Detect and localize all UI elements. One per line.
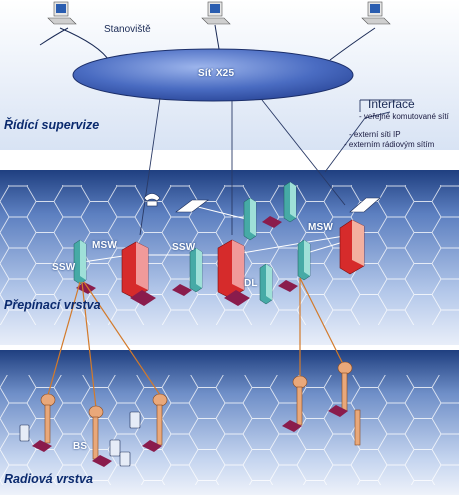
radio-hex-mesh xyxy=(0,375,459,485)
ssw-pillar xyxy=(243,197,257,241)
interface-item-ip: - externí síti IP xyxy=(349,130,401,139)
interface-callout xyxy=(359,99,412,112)
handheld-radio-icon xyxy=(19,411,141,467)
msw-left-label: MSW xyxy=(92,240,118,251)
external-gateway-icon xyxy=(349,197,381,213)
supervision-links xyxy=(139,97,391,236)
dl-pillar xyxy=(259,263,273,305)
layer-label-switching: Přepínací vrstva xyxy=(4,298,101,312)
msw-switch-left xyxy=(121,241,156,306)
network-label: Síť X25 xyxy=(198,68,235,79)
layer-label-radio: Radiová vrstva xyxy=(4,472,93,486)
ssw-pillar xyxy=(172,247,203,296)
bs-label: BS xyxy=(73,441,88,452)
base-station-shadow xyxy=(32,405,348,467)
ssw-left-label: SSW xyxy=(52,262,76,273)
ssw-pillar xyxy=(262,181,297,228)
telephone-icon xyxy=(143,193,161,207)
ssw-pillar xyxy=(73,239,96,294)
ssw-pillar xyxy=(278,239,311,292)
layer-label-supervision: Řídící supervize xyxy=(4,118,100,132)
terminals-label: Stanoviště xyxy=(104,24,151,35)
interface-title: Interface xyxy=(368,97,415,111)
ssw-center-label: SSW xyxy=(172,242,196,253)
interface-item-pstn: - veřejné komutované sítí xyxy=(359,112,449,121)
workstation-icon xyxy=(201,1,231,25)
x25-network-ellipse xyxy=(72,48,354,102)
msw-switch-right xyxy=(339,219,365,275)
interface-item-radio: - externím rádiovým sítím xyxy=(344,140,435,149)
pstn-gateway-icon xyxy=(175,199,209,213)
workstation-icon xyxy=(361,1,391,25)
dl-label: DL xyxy=(244,278,258,289)
workstation-icon xyxy=(47,1,77,25)
radio-uplinks xyxy=(47,277,346,409)
msw-right-label: MSW xyxy=(308,222,334,233)
msw-switch-center xyxy=(217,239,250,306)
